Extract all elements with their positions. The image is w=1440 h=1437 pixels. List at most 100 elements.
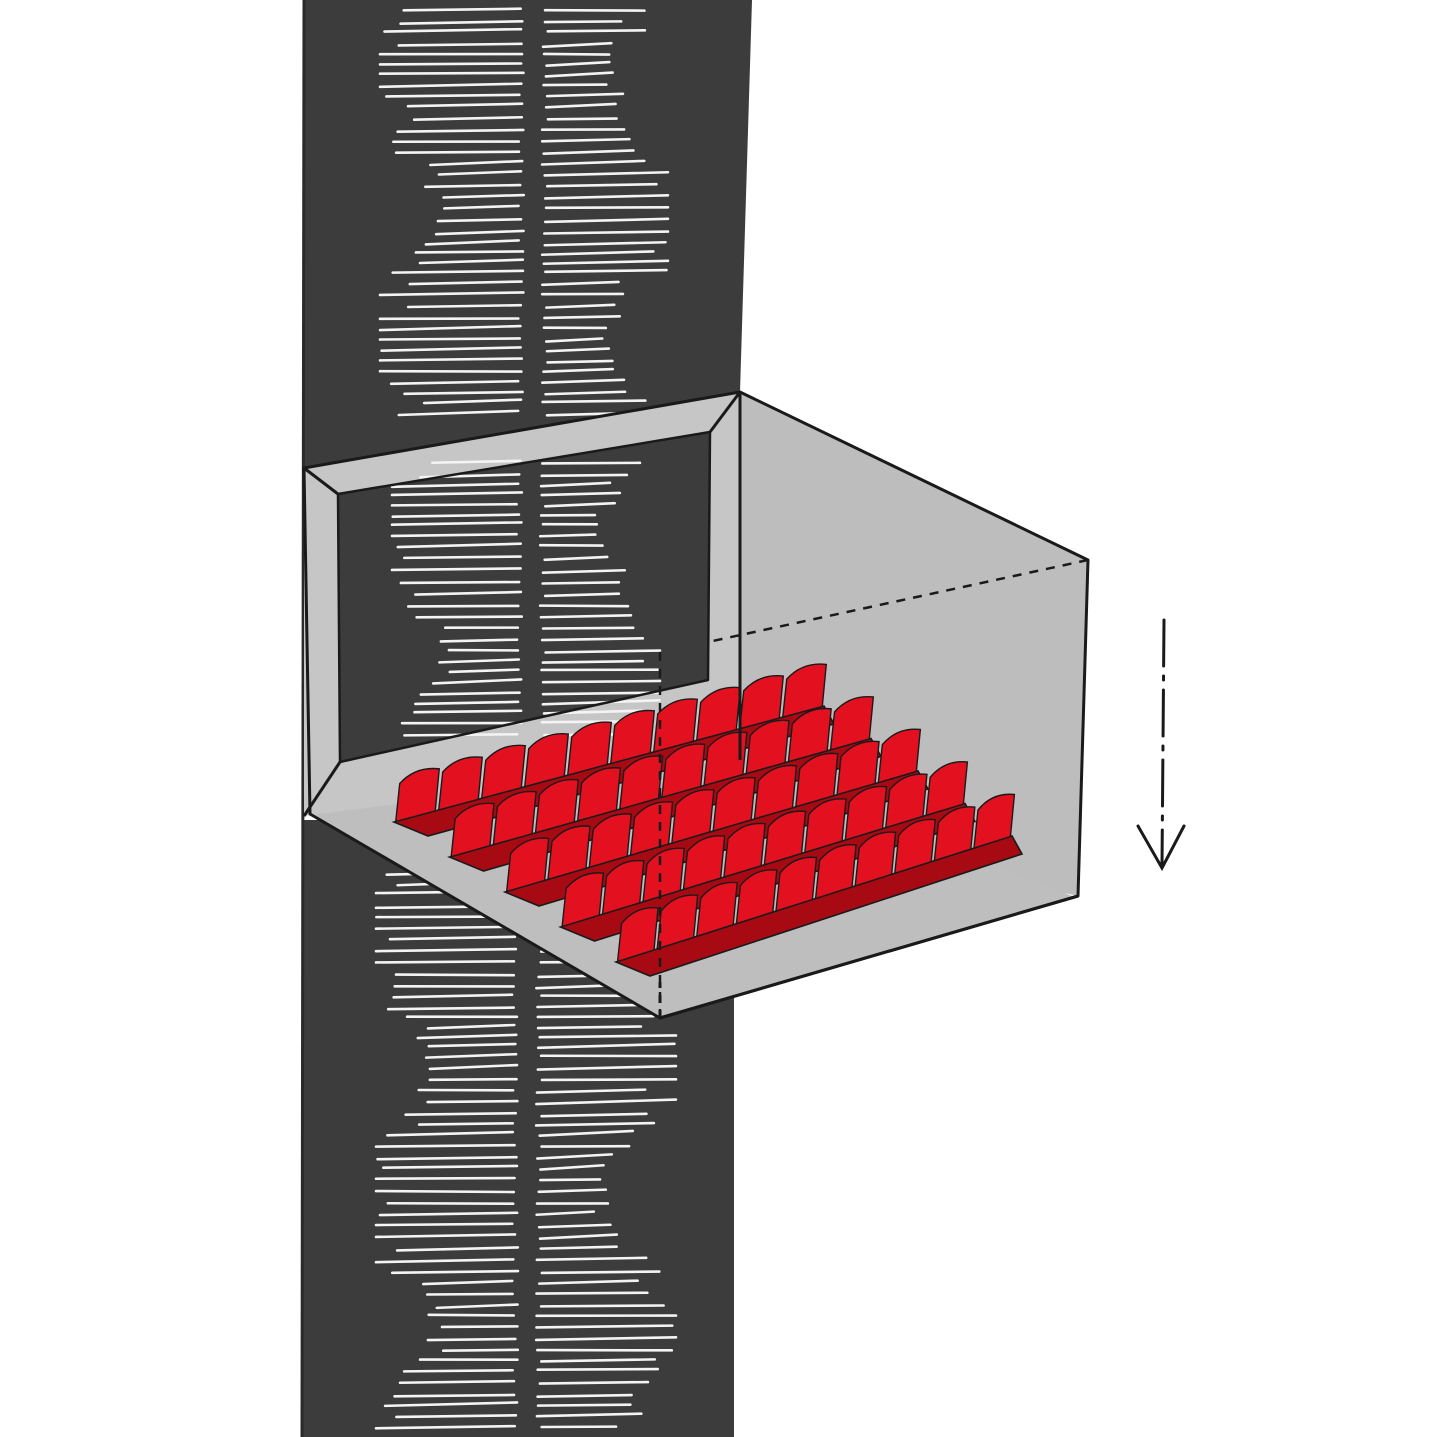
- texture-stroke: [537, 1223, 612, 1229]
- texture-stroke: [439, 638, 519, 643]
- texture-stroke: [538, 604, 630, 608]
- texture-stroke: [544, 71, 614, 78]
- texture-stroke: [448, 668, 520, 674]
- texture-stroke: [429, 159, 524, 167]
- seat: [893, 818, 936, 875]
- texture-stroke: [543, 217, 670, 224]
- texture-stroke: [388, 935, 517, 941]
- seat: [775, 856, 818, 913]
- seat: [534, 778, 580, 834]
- texture-stroke: [540, 1358, 657, 1363]
- texture-stroke: [539, 481, 612, 488]
- texture-stroke: [543, 240, 667, 247]
- texture-stroke: [394, 150, 521, 154]
- texture-stroke: [538, 1233, 619, 1240]
- texture-stroke: [536, 1403, 632, 1407]
- texture-stroke: [391, 269, 525, 274]
- texture-stroke: [383, 1401, 519, 1408]
- texture-stroke: [536, 1367, 660, 1372]
- box-back-window: [338, 432, 710, 762]
- tower-texture-upper: [378, 7, 670, 417]
- seat: [394, 767, 441, 823]
- seat: [561, 872, 605, 928]
- texture-stroke: [435, 1303, 519, 1310]
- tower-left-edge: [300, 0, 306, 1437]
- seat: [505, 837, 550, 893]
- texture-stroke: [397, 42, 523, 47]
- seat: [492, 790, 537, 846]
- seat: [629, 801, 674, 857]
- tower-texture-lower: [374, 868, 678, 1430]
- texture-stroke: [546, 359, 614, 364]
- texture-stroke: [546, 29, 647, 33]
- seat: [763, 810, 807, 866]
- texture-stroke: [394, 973, 516, 977]
- texture-stroke: [540, 250, 655, 257]
- texture-stroke: [391, 513, 521, 519]
- texture-stroke: [534, 1336, 678, 1342]
- texture-stroke: [536, 1042, 676, 1050]
- seat: [576, 767, 622, 822]
- texture-stroke: [441, 1348, 520, 1352]
- seat: [844, 785, 888, 842]
- texture-stroke: [534, 1121, 656, 1127]
- texture-stroke: [395, 1414, 518, 1419]
- seat: [588, 813, 633, 869]
- seat: [884, 773, 928, 829]
- texture-stroke: [541, 699, 661, 706]
- texture-stroke: [540, 491, 622, 497]
- seat: [738, 675, 785, 730]
- seat: [933, 806, 976, 862]
- texture-stroke: [545, 60, 611, 67]
- texture-stroke: [374, 947, 518, 953]
- texture-stroke: [374, 1424, 517, 1430]
- seat: [695, 881, 738, 938]
- texture-stroke: [378, 71, 525, 76]
- texture-stroke: [415, 615, 524, 619]
- texture-stroke: [544, 268, 668, 274]
- seat: [616, 906, 659, 963]
- texture-stroke: [544, 102, 617, 109]
- texture-stroke: [541, 280, 620, 287]
- texture-stroke: [543, 315, 622, 320]
- texture-stroke: [406, 102, 524, 108]
- texture-stroke: [543, 592, 621, 598]
- texture-stroke: [545, 347, 611, 353]
- seat: [671, 788, 715, 845]
- texture-stroke: [414, 250, 525, 254]
- texture-stroke: [545, 303, 616, 309]
- seat: [877, 728, 922, 784]
- texture-stroke: [390, 1269, 520, 1275]
- texture-stroke: [539, 1304, 665, 1308]
- texture-stroke: [426, 1099, 519, 1104]
- texture-stroke: [374, 1222, 514, 1227]
- texture-stroke: [392, 993, 514, 999]
- texture-stroke: [535, 984, 612, 990]
- texture-stroke: [536, 1014, 655, 1019]
- texture-stroke: [541, 581, 621, 585]
- texture-stroke: [419, 691, 521, 696]
- texture-stroke: [403, 390, 524, 396]
- texture-stroke: [374, 1143, 516, 1148]
- texture-stroke: [376, 1155, 518, 1161]
- texture-stroke: [418, 258, 525, 265]
- texture-stroke: [544, 649, 662, 654]
- texture-stroke: [540, 1270, 661, 1275]
- texture-stroke: [421, 1279, 514, 1286]
- texture-stroke: [378, 62, 523, 66]
- texture-stroke: [427, 1042, 517, 1048]
- texture-stroke: [546, 117, 618, 121]
- texture-stroke: [538, 533, 597, 538]
- texture-stroke: [541, 691, 662, 696]
- texture-stroke: [543, 20, 623, 24]
- seat: [437, 756, 484, 811]
- texture-stroke: [538, 1129, 635, 1138]
- texture-stroke: [378, 357, 523, 362]
- seat: [836, 740, 880, 796]
- texture-stroke: [535, 1324, 674, 1329]
- seat: [652, 698, 699, 753]
- texture-stroke: [390, 567, 522, 572]
- texture-stroke: [536, 1003, 652, 1009]
- texture-stroke: [539, 1178, 602, 1182]
- seat: [723, 822, 766, 879]
